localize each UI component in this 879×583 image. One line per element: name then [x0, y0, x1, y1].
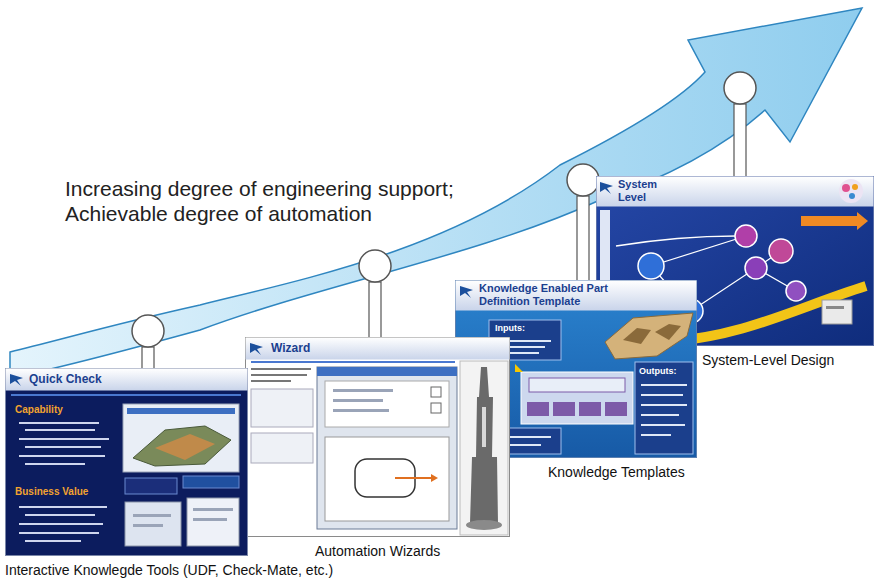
- milestone-circle: [132, 315, 164, 347]
- diagram-title: Increasing degree of engineering support…: [65, 176, 495, 226]
- slide-title: Wizard: [271, 341, 451, 355]
- milestone-circle: [567, 164, 599, 196]
- stage-caption: Interactive Knowlegde Tools (UDF, Check-…: [5, 562, 333, 579]
- slide-panel: Quick CheckCapabilityBusiness ValueInter…: [5, 368, 248, 556]
- stage-caption: System-Level Design: [702, 352, 834, 369]
- box-label: Inputs:: [495, 323, 525, 334]
- slide-title: Knowledge Enabled Part Definition Templa…: [479, 282, 644, 308]
- post: [577, 196, 589, 281]
- post: [142, 347, 154, 369]
- stage-caption: Automation Wizards: [315, 543, 440, 560]
- box-label: Outputs:: [639, 366, 677, 377]
- slide-panel: WizardAutomation Wizards: [245, 337, 510, 537]
- milestone-circle: [724, 72, 756, 104]
- stage-caption: Knowledge Templates: [548, 464, 685, 481]
- slide-title: Quick Check: [29, 372, 239, 386]
- slide-art: [245, 337, 510, 537]
- slide-title: System Level: [618, 178, 673, 204]
- section-heading: Capability: [15, 404, 63, 416]
- post: [369, 282, 381, 338]
- section-heading: Business Value: [15, 486, 88, 498]
- post: [734, 104, 746, 177]
- milestone-circle: [359, 250, 391, 282]
- slide-art: [5, 368, 248, 556]
